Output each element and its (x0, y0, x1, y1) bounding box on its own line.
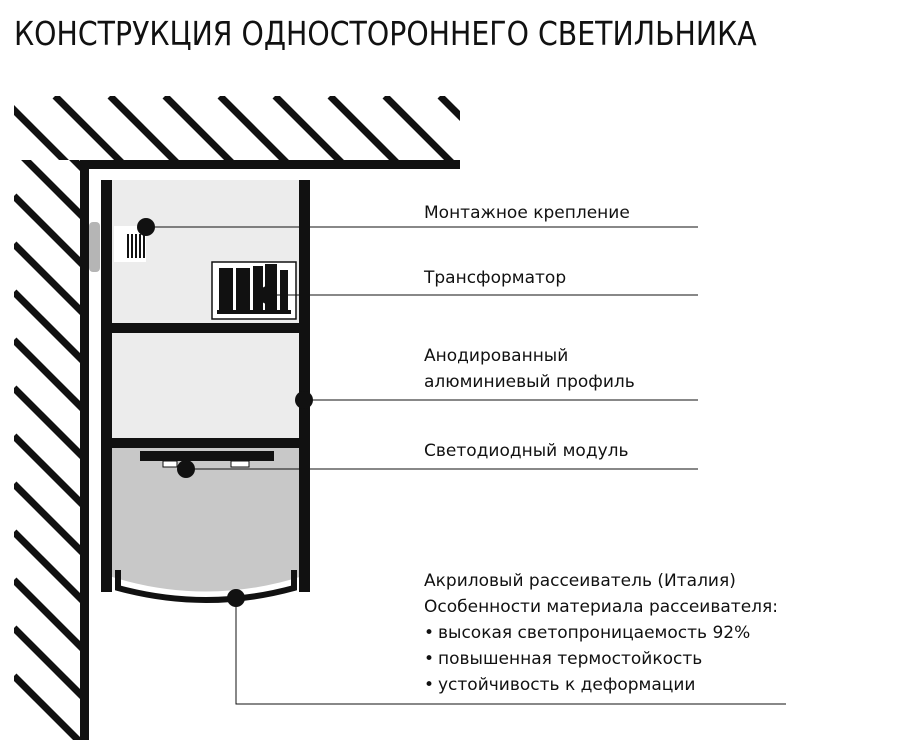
feature-item: повышенная термостойкость (424, 646, 778, 672)
label-profile-line2: алюминиевый профиль (424, 372, 635, 392)
wall-hatching (14, 160, 80, 740)
callout-dot-led (177, 460, 195, 478)
ceiling-surface (80, 160, 460, 169)
profile-right-wall (299, 180, 310, 592)
mount-bolt-thread (127, 234, 145, 258)
label-profile: Анодированный алюминиевый профиль (424, 343, 635, 395)
callout-dot-mount (137, 218, 155, 236)
label-led: Светодиодный модуль (424, 441, 629, 461)
label-mount: Монтажное крепление (424, 203, 630, 223)
transformer-base (217, 310, 291, 314)
diffuser-edge (115, 570, 297, 603)
profile-left-wall (101, 180, 112, 592)
page-title: КОНСТРУКЦИЯ ОДНОСТОРОННЕГО СВЕТИЛЬНИКА (14, 14, 757, 53)
label-profile-line1: Анодированный (424, 346, 569, 366)
feature-item: устойчивость к деформации (424, 672, 778, 698)
profile-shelf-upper (101, 323, 310, 333)
callout-dot-profile (295, 391, 313, 409)
profile-middle-chamber (106, 333, 306, 440)
label-transformer: Трансформатор (424, 268, 567, 288)
label-diffuser-line2: Особенности материала рассеивателя: (424, 597, 778, 617)
led-chip-2 (230, 460, 250, 468)
callout-dot-diffuser (227, 589, 245, 607)
callout-dot-transformer (259, 286, 277, 304)
profile-shelf-lower (101, 438, 310, 448)
led-chip-1 (162, 460, 178, 468)
feature-item: высокая светопроницаемость 92% (424, 620, 778, 646)
wall-surface (80, 160, 89, 740)
diffuser (106, 448, 306, 592)
diffuser-features-list: высокая светопроницаемость 92% повышенна… (424, 620, 778, 698)
label-diffuser-line1: Акриловый рассеиватель (Италия) (424, 571, 736, 591)
ceiling-hatching (14, 96, 460, 160)
led-module-board (140, 451, 274, 461)
label-diffuser: Акриловый рассеиватель (Италия) Особенно… (424, 568, 778, 698)
wall-bracket (89, 222, 100, 272)
leader-diffuser (235, 598, 786, 705)
